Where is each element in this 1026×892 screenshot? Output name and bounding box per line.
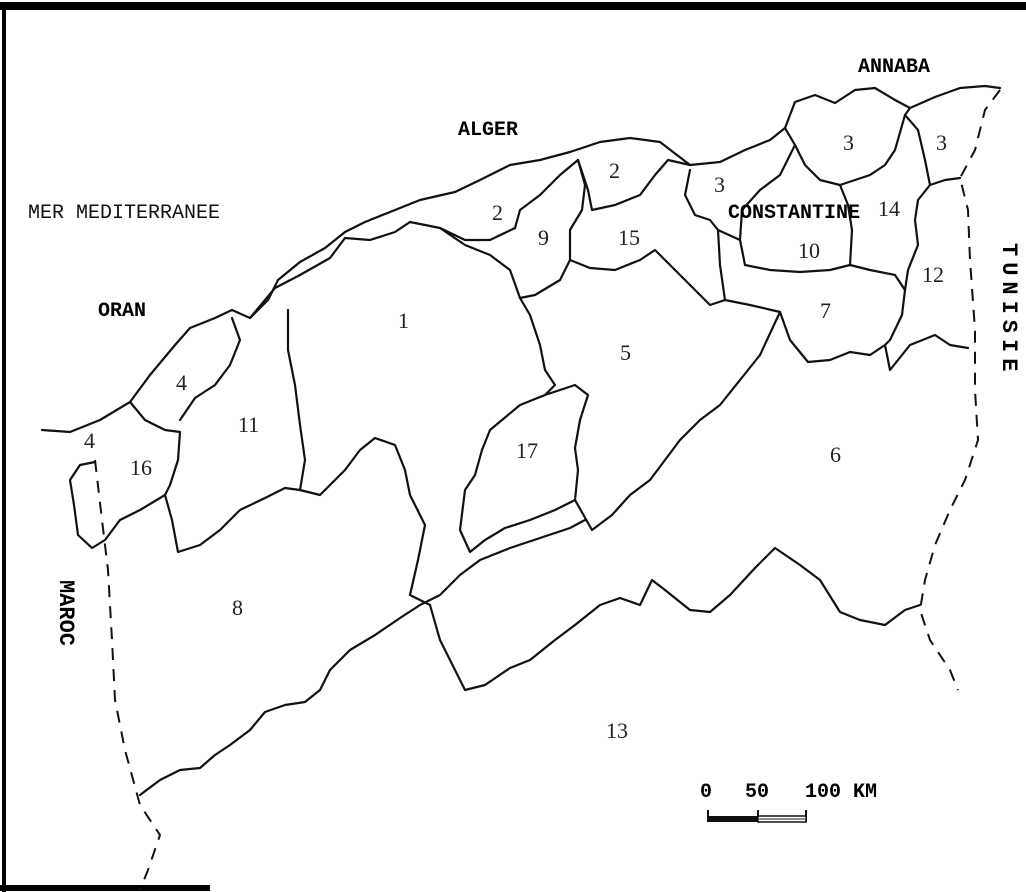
tunisie-border [918,89,1001,691]
zone-3-west: 3 [714,172,725,197]
boundary-16 [68,400,182,550]
zone-12: 12 [922,262,944,287]
boundary-1-11 [286,308,307,492]
sea-label: MER MEDITERRANEE [28,202,220,225]
coast-inner-line [248,220,517,320]
boundary-8-13 [138,518,587,797]
zone-2-east: 2 [609,158,620,183]
boundary-1-8 [298,436,432,607]
zone-15: 15 [618,225,640,250]
zone-4-small: 4 [84,428,95,453]
boundary-6-7 [778,310,970,372]
boundary-4-11 [178,316,242,422]
zone-5: 5 [620,340,631,365]
city-alger: ALGER [458,119,518,142]
scale-bar [707,810,807,823]
city-annaba: ANNABA [858,56,930,79]
zone-17: 17 [516,438,538,463]
scale-label-100: 100 KM [805,781,877,804]
zone-16: 16 [130,455,152,480]
zone-10: 10 [798,238,820,263]
city-constantine: CONSTANTINE [728,202,860,225]
boundary-17 [458,383,590,554]
boundary-5-6 [573,310,782,532]
country-tunisie: TUNISIE [996,243,1021,377]
boundary-10 [716,228,907,292]
boundary-13-6 [428,546,922,692]
boundary-10-14 [738,126,797,242]
zone-3-center: 3 [843,130,854,155]
boundary-5-7 [723,298,782,314]
coastline [40,84,1002,434]
zone-14: 14 [878,196,900,221]
country-tunisie-label: TUNISIE [996,243,1021,377]
boundary-9 [513,158,587,300]
boundary-1-5 [438,226,557,397]
city-oran: ORAN [98,300,146,323]
zone-9: 9 [538,225,549,250]
boundary-12-14 [883,183,932,347]
scale-label-50: 50 [745,781,769,804]
zone-3-east: 3 [936,130,947,155]
zone-13: 13 [606,718,628,743]
zone-8: 8 [232,595,243,620]
zone-11: 11 [238,412,259,437]
boundary-15 [568,168,727,307]
scale-label-0: 0 [700,781,712,804]
boundary-14-12 [838,183,854,267]
country-maroc-label: MAROC [53,580,78,646]
boundary-3-14 [793,106,912,187]
boundary-11-8 [163,486,302,554]
country-maroc: MAROC [53,580,78,646]
zone-4-main: 4 [176,370,187,395]
zone-6: 6 [830,442,841,467]
boundary-12 [903,113,962,187]
zone-2-west: 2 [492,200,503,225]
boundary-2 [576,158,692,212]
maroc-border [94,459,162,891]
zone-1: 1 [398,308,409,333]
zone-7: 7 [820,298,831,323]
